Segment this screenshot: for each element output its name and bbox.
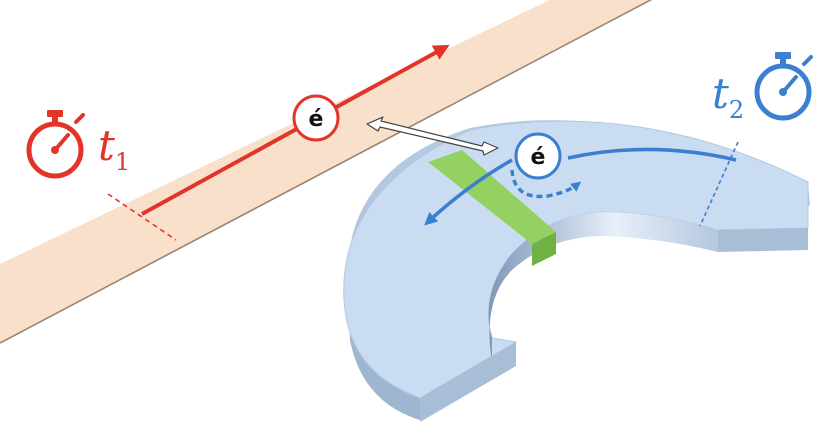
red-path-arrow [141,44,450,216]
blue-end-marker [699,141,739,227]
straight-channel [0,0,653,344]
red-start-marker [107,193,177,241]
electron-right-circle [514,132,562,180]
channel-edge [0,0,653,344]
ring-top-surface [343,120,809,399]
timer-right: t2 [712,52,813,124]
junction-band [428,150,556,266]
electron-right-label: é [531,145,546,170]
junction-top [428,150,556,244]
timer-right-label: t2 [712,69,744,124]
ring-end-face-left [420,342,516,422]
ring-device [343,120,810,422]
electron-left-label: é [309,107,324,132]
ring-inner-wall [488,212,718,362]
blue-dashed-loop-arrow [510,169,582,199]
ring-end-face-right [718,228,808,252]
red-trajectory [107,44,450,241]
timer-left: t1 [26,110,130,179]
blue-left-arrow [424,158,513,226]
electron-left-circle [292,94,340,142]
coupling-arrow [366,116,499,156]
timer-left-label: t1 [98,121,130,176]
junction-side [532,232,556,266]
coupling-arrow-shape [366,116,499,156]
electron-right: é [514,132,562,180]
electron-left: é [292,94,340,142]
blue-trajectory [424,141,739,227]
blue-arc-path [567,147,737,162]
stopwatch-red-icon [26,110,85,179]
stopwatch-blue-icon [754,52,813,121]
